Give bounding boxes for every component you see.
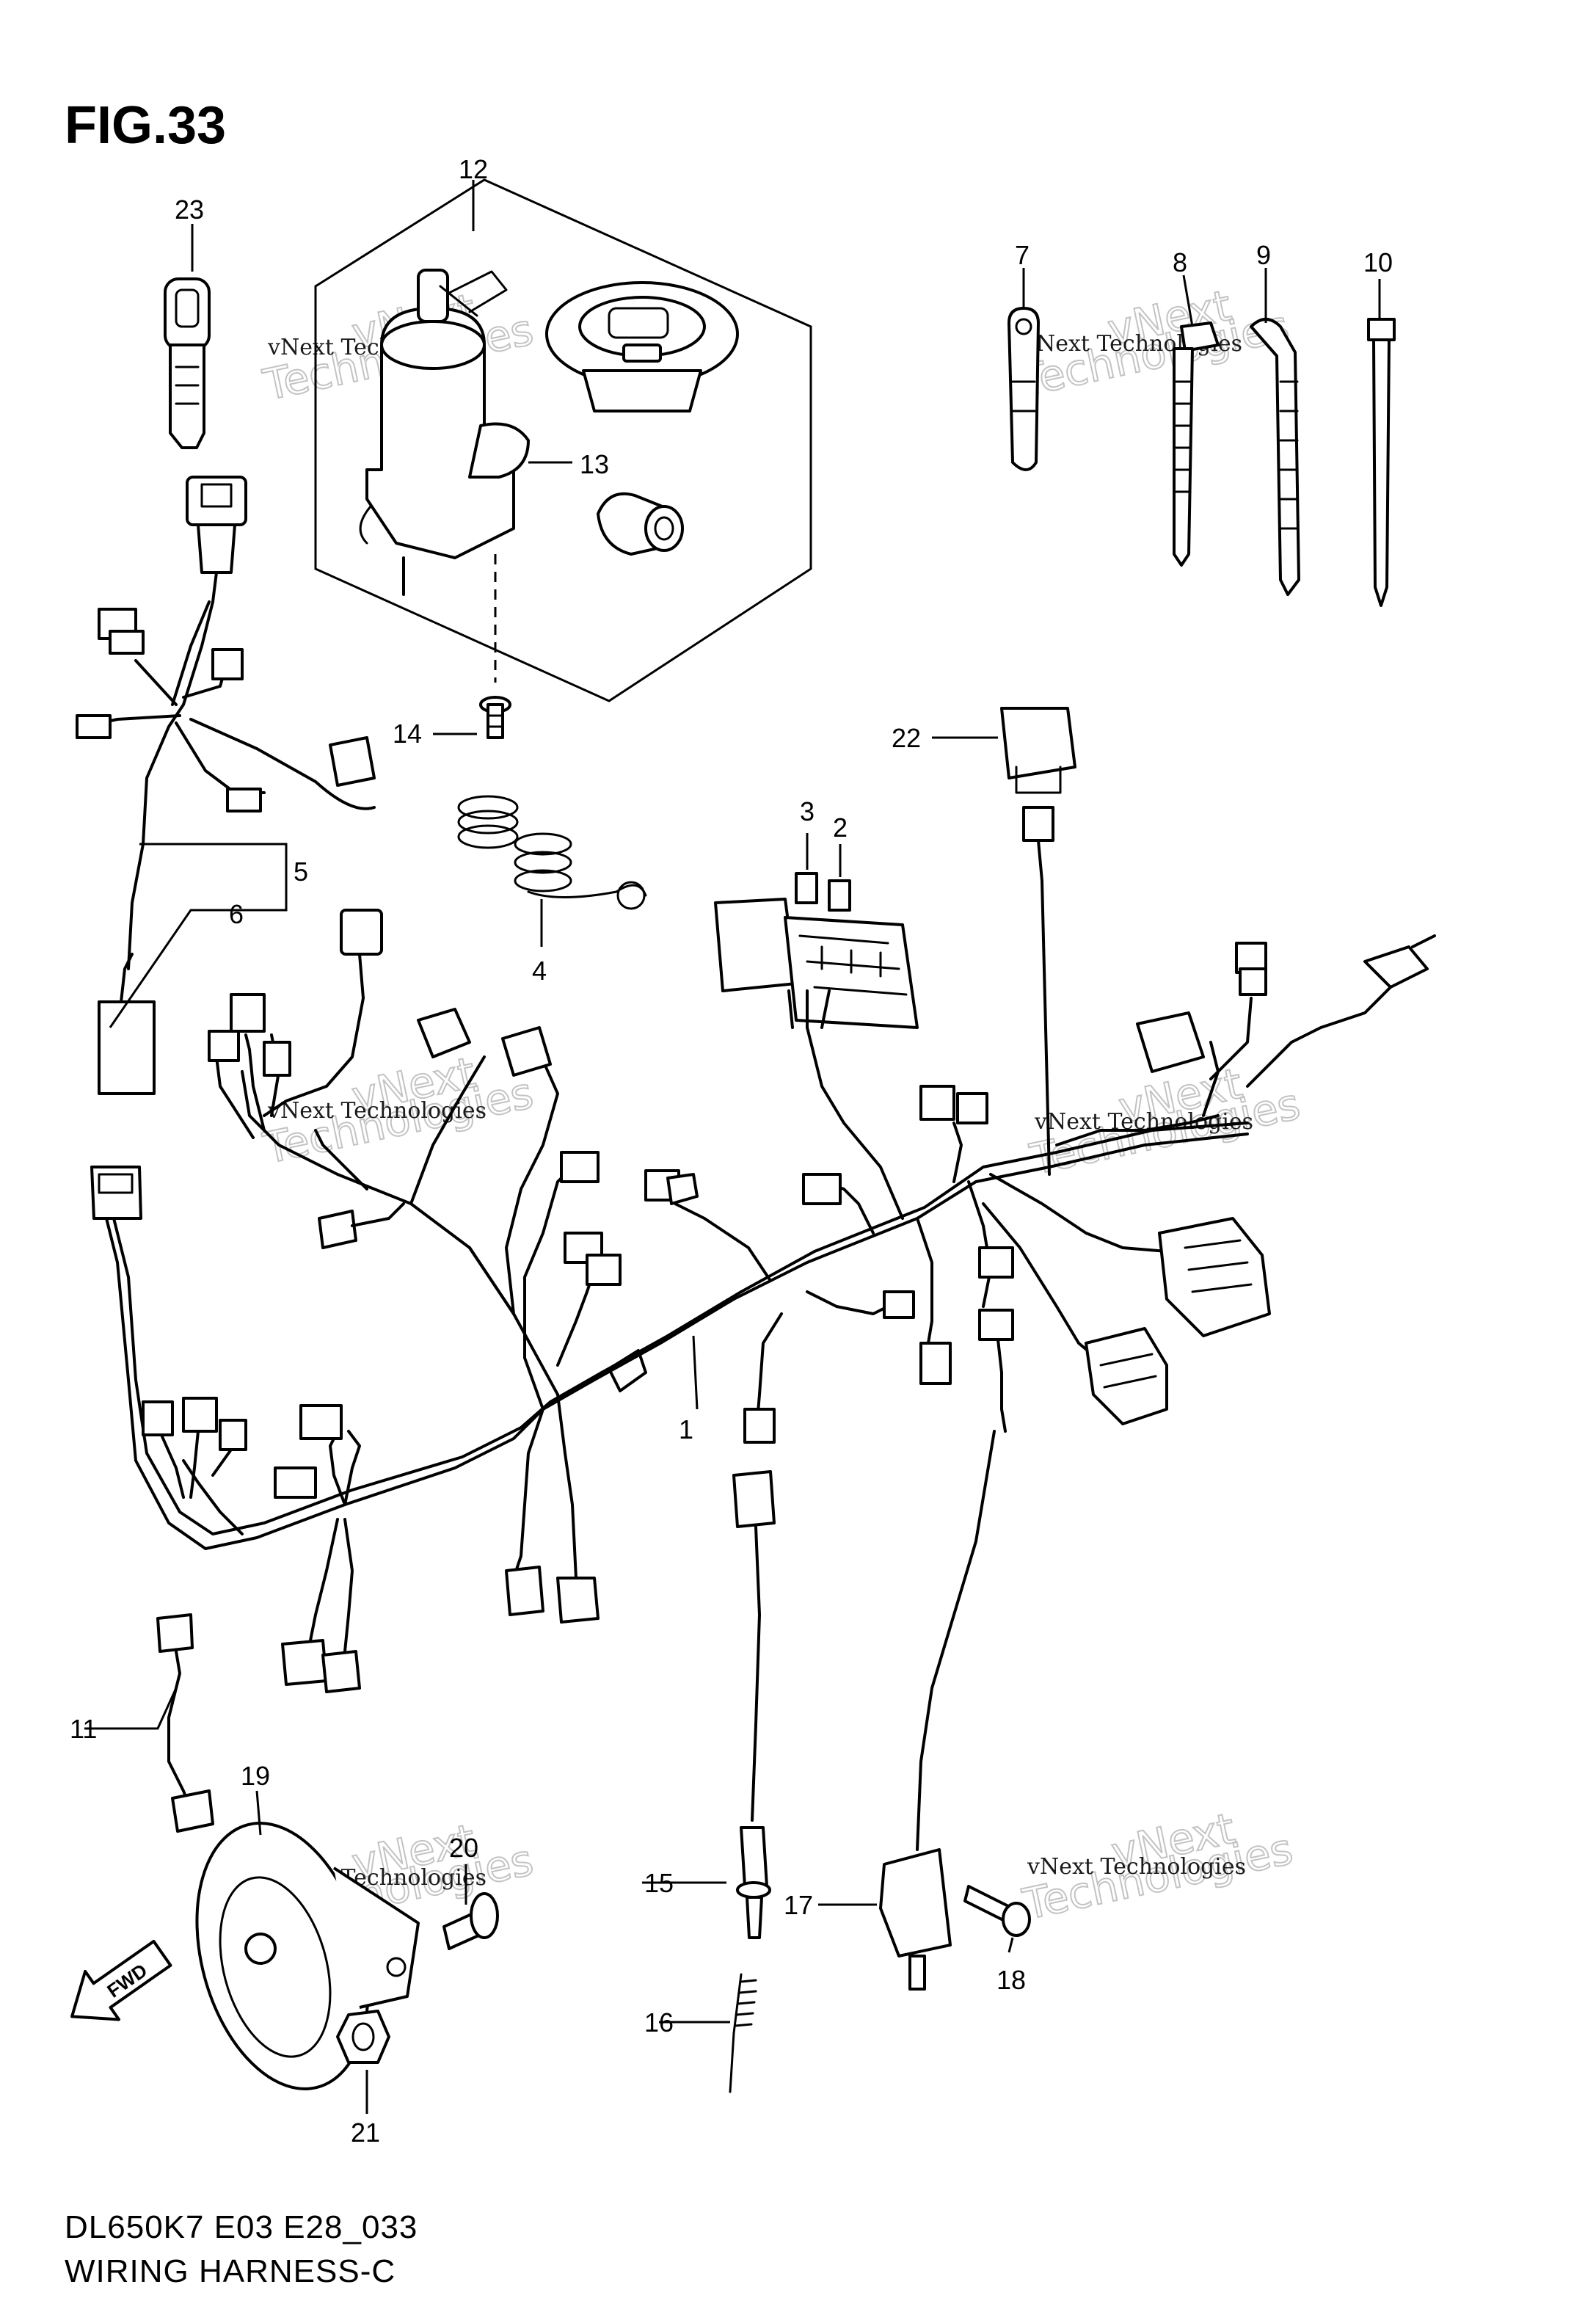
callout-17: 17 (784, 1890, 813, 1920)
callout-19: 19 (241, 1761, 270, 1791)
clamp-part-9 (1250, 318, 1300, 596)
harness-part-11 (156, 1613, 214, 1833)
callout-1: 1 (679, 1414, 693, 1444)
relay-part-22 (1000, 707, 1076, 1176)
sensor-part-15 (732, 1470, 776, 1939)
callout-4: 4 (532, 956, 547, 986)
callout-5: 5 (294, 857, 308, 887)
callout-16: 16 (644, 2007, 674, 2037)
switch-part-17 (879, 1430, 996, 1991)
fuse-part-2 (828, 879, 851, 912)
fuse-part-3 (795, 872, 818, 904)
key-part-23 (164, 277, 211, 449)
callout-18: 18 (996, 1965, 1026, 1995)
screw-part-14 (479, 696, 511, 739)
nut-part-21 (336, 2010, 390, 2064)
callout-8: 8 (1173, 247, 1187, 277)
bolt-part-20 (442, 1892, 499, 1950)
spring-part-4 (457, 795, 647, 910)
cable-tie-part-10 (1367, 318, 1396, 607)
leader-lines (84, 180, 1381, 2114)
model-code: DL650K7 E03 E28_033 (65, 2209, 418, 2245)
callout-labels: 23 12 13 14 7 8 9 10 22 3 2 4 5 6 1 11 1… (70, 154, 1393, 2148)
callout-20: 20 (449, 1833, 478, 1863)
horn-part-19 (195, 1822, 420, 2090)
diagram-caption: WIRING HARNESS-C (65, 2253, 396, 2289)
callout-14: 14 (393, 719, 422, 749)
callout-13: 13 (580, 449, 609, 479)
callout-12: 12 (459, 154, 488, 184)
forward-direction-arrow: FWD (70, 1939, 172, 2021)
fuse-box (714, 898, 919, 1029)
clamp-part-7 (1007, 307, 1040, 471)
screw-part-18 (963, 1885, 1031, 1937)
callout-2: 2 (833, 813, 848, 843)
clamp-part-8 (1173, 321, 1220, 567)
lock-set-part-12 (314, 178, 812, 702)
main-harness-part-1 (90, 909, 1436, 1693)
callout-10: 10 (1363, 247, 1393, 277)
figure-title: FIG.33 (65, 96, 227, 155)
harness-part-5-6 (76, 476, 376, 1095)
callout-23: 23 (175, 195, 204, 225)
spring-part-16 (729, 1973, 757, 2093)
callout-3: 3 (800, 796, 815, 826)
callout-6: 6 (229, 899, 244, 929)
watermark-text: vNext Technologies (267, 1098, 487, 1124)
callout-11: 11 (70, 1714, 97, 1744)
callout-15: 15 (644, 1868, 674, 1898)
watermark-text: vNext Technologies (1027, 1854, 1246, 1880)
callout-9: 9 (1256, 240, 1271, 270)
callout-7: 7 (1015, 240, 1030, 270)
callout-21: 21 (351, 2117, 380, 2148)
callout-22: 22 (892, 723, 921, 753)
